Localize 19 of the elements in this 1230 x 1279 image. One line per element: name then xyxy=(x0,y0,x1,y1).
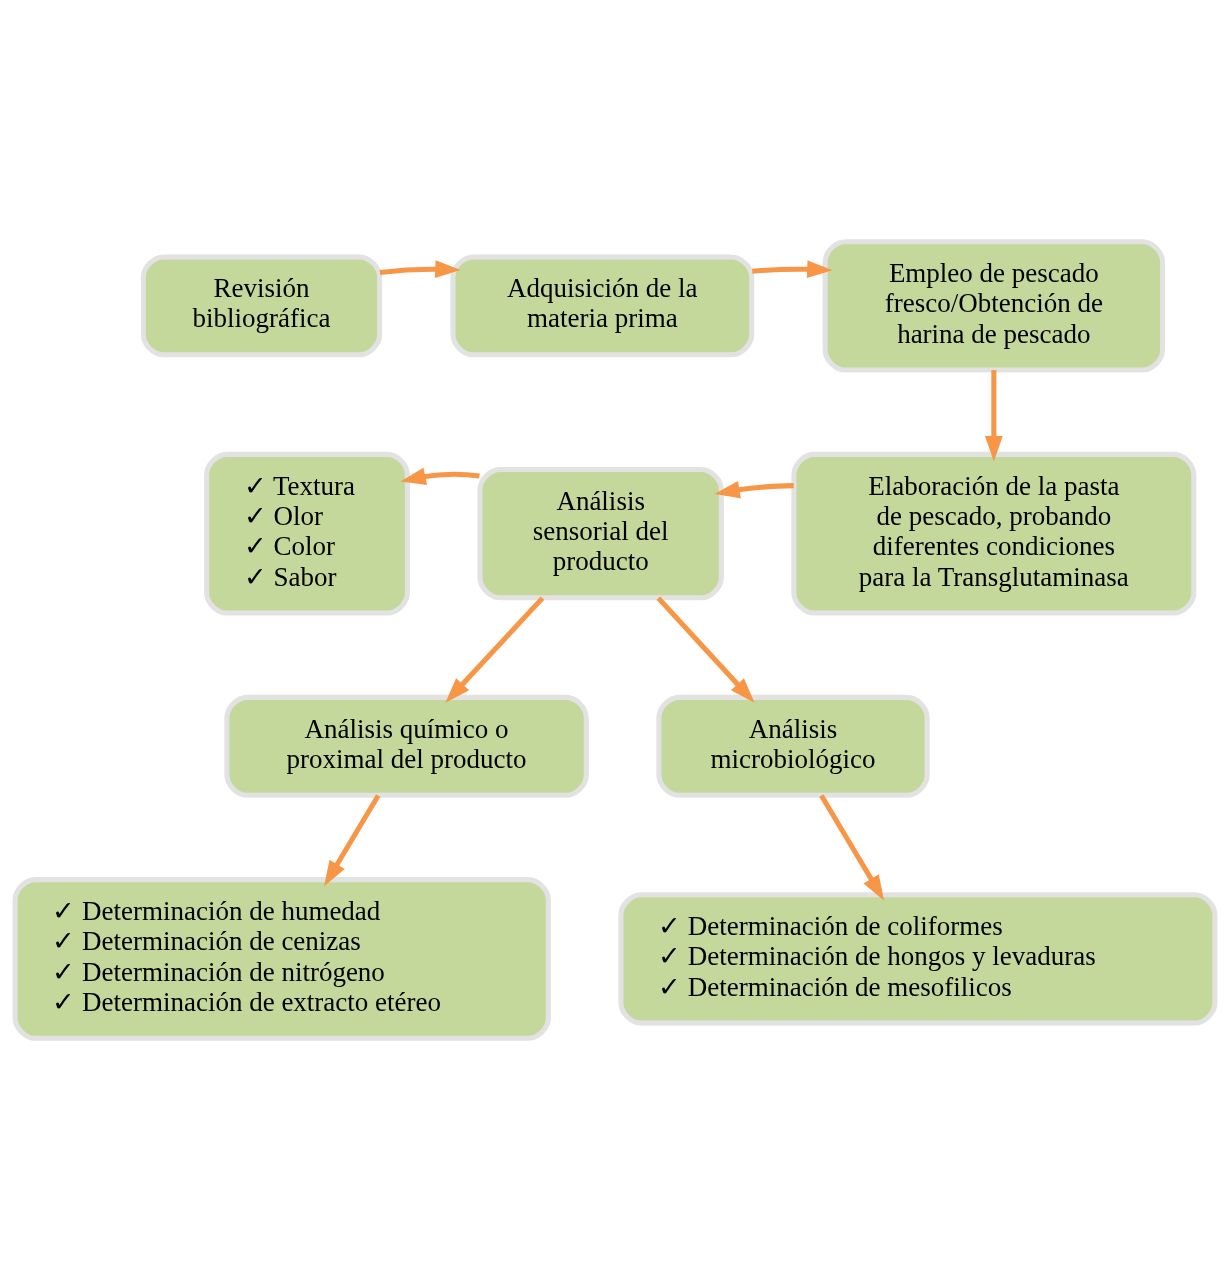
arrow xyxy=(400,467,480,485)
node-box: Análisis químico o proximal del producto xyxy=(224,694,589,798)
node-box: Análisis microbiológico xyxy=(656,694,930,798)
arrow xyxy=(752,259,833,278)
node-box: ✓ Determinación de humedad ✓ Determinación de cenizas ✓ Determinación de nitrógeno ✓ Determinación de extracto etéreo xyxy=(12,876,551,1041)
arrow xyxy=(379,259,461,278)
node-box: Elaboración de la pasta de pescado, probando diferentes condiciones para la Transglutaminasa xyxy=(791,451,1197,616)
arrow xyxy=(819,793,885,901)
node-box: ✓ Textura ✓ Olor ✓ Color ✓ Sabor xyxy=(204,451,410,616)
node-box: Empleo de pescado fresco/Obtención de harina de pescado xyxy=(822,238,1166,373)
node-box: ✓ Determinación de coliformes ✓ Determinación de hongos y levaduras ✓ Determinación de mesofilicos xyxy=(618,891,1218,1026)
arrow xyxy=(656,595,755,703)
arrow xyxy=(324,793,381,886)
node-box: Análisis sensorial del producto xyxy=(477,466,724,600)
node-box: Adquisición de la materia prima xyxy=(450,253,755,357)
arrow xyxy=(714,480,794,498)
node-box: Revisión bibliográfica xyxy=(140,253,383,357)
arrow xyxy=(984,369,1003,461)
arrow xyxy=(445,595,545,703)
